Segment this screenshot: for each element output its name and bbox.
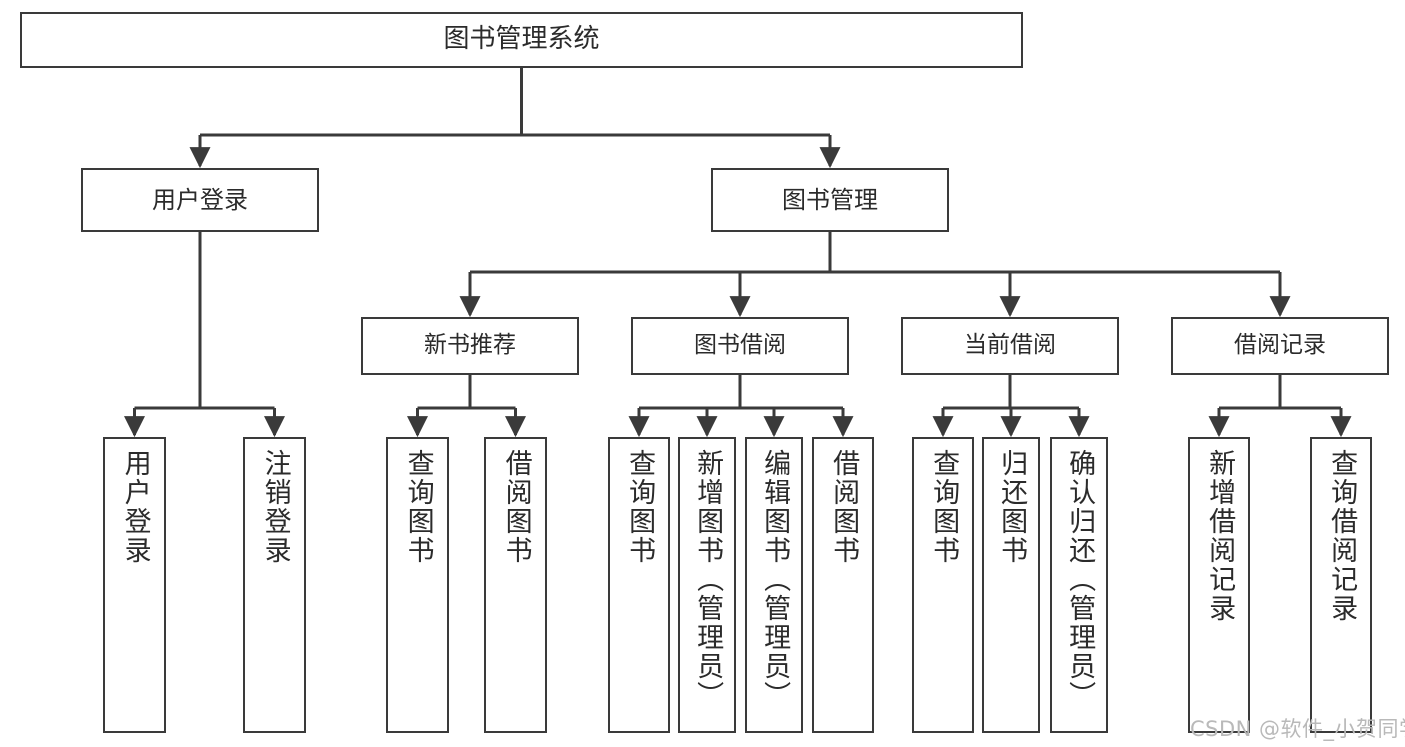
node-root[interactable]: 图书管理系统	[20, 12, 1023, 68]
node-label: 当前借阅	[964, 332, 1056, 359]
node-leaf-user-logout[interactable]: 注销登录	[243, 437, 306, 733]
node-current[interactable]: 当前借阅	[901, 317, 1119, 375]
node-leaf-nb-query[interactable]: 查询图书	[386, 437, 449, 733]
node-label: 查询图书	[624, 449, 656, 565]
node-label: 注销登录	[259, 449, 291, 565]
node-label: 查询图书	[402, 449, 434, 565]
node-label: 用户登录	[152, 185, 248, 214]
node-label: 归还图书	[996, 449, 1028, 565]
node-newbook[interactable]: 新书推荐	[361, 317, 579, 375]
node-label: 新书推荐	[424, 332, 516, 359]
node-label: 查询图书	[928, 449, 960, 565]
node-label: 编辑图书（管理员）	[759, 449, 791, 710]
node-leaf-user-login[interactable]: 用户登录	[103, 437, 166, 733]
node-label: 图书管理	[782, 185, 878, 214]
node-label: 图书借阅	[694, 332, 786, 359]
watermark-label: CSDN @软件_小贺同学	[1190, 717, 1405, 741]
node-records[interactable]: 借阅记录	[1171, 317, 1389, 375]
node-leaf-cb-query[interactable]: 查询图书	[912, 437, 974, 733]
node-label: 用户登录	[119, 449, 151, 565]
node-borrow[interactable]: 图书借阅	[631, 317, 849, 375]
node-leaf-rc-add[interactable]: 新增借阅记录	[1188, 437, 1250, 733]
edge-paths	[124, 68, 1352, 438]
node-label: 借阅图书	[500, 449, 532, 565]
node-leaf-bw-borrow[interactable]: 借阅图书	[812, 437, 874, 733]
node-login[interactable]: 用户登录	[81, 168, 319, 232]
node-label: 新增图书（管理员）	[692, 449, 724, 710]
node-bookmgmt[interactable]: 图书管理	[711, 168, 949, 232]
node-leaf-bw-edit[interactable]: 编辑图书（管理员）	[745, 437, 803, 733]
node-leaf-cb-confirm[interactable]: 确认归还（管理员）	[1050, 437, 1108, 733]
node-leaf-nb-borrow[interactable]: 借阅图书	[484, 437, 547, 733]
node-leaf-bw-query[interactable]: 查询图书	[608, 437, 670, 733]
node-label: 新增借阅记录	[1204, 449, 1236, 623]
node-label: 查询借阅记录	[1326, 449, 1358, 623]
node-leaf-cb-return[interactable]: 归还图书	[982, 437, 1040, 733]
node-label: 借阅图书	[828, 449, 860, 565]
node-leaf-rc-query[interactable]: 查询借阅记录	[1310, 437, 1372, 733]
node-label: 图书管理系统	[443, 24, 600, 55]
node-leaf-bw-add[interactable]: 新增图书（管理员）	[678, 437, 736, 733]
node-label: 确认归还（管理员）	[1064, 449, 1096, 710]
node-label: 借阅记录	[1234, 332, 1326, 359]
